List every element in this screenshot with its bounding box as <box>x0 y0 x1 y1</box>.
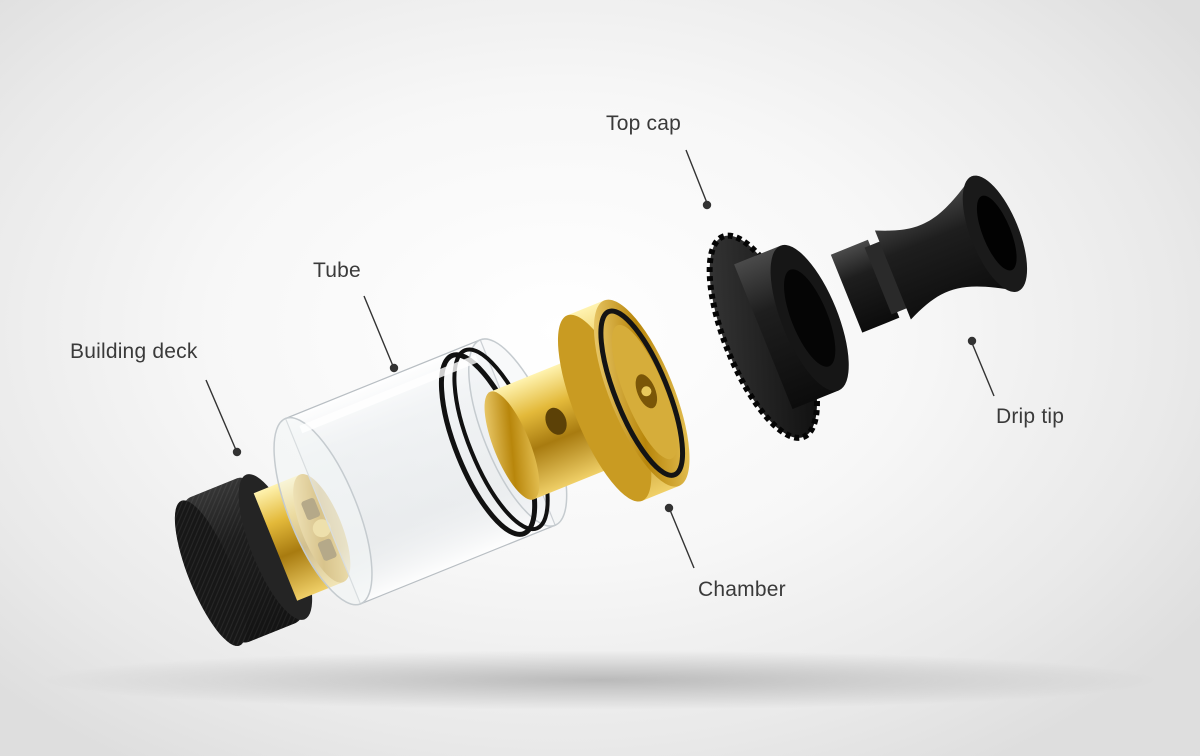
label-chamber: Chamber <box>698 578 786 601</box>
chamber-part <box>484 299 690 502</box>
leader-top-cap <box>685 149 708 204</box>
label-top-cap: Top cap <box>606 112 681 135</box>
label-tube: Tube <box>313 259 361 282</box>
leader-building-deck-dot <box>232 447 242 457</box>
floor-shadow <box>40 650 1160 710</box>
label-building-deck: Building deck <box>70 340 198 363</box>
leader-chamber-dot <box>664 503 674 513</box>
drip-tip-part <box>830 175 1028 333</box>
leader-chamber <box>669 509 695 569</box>
top-cap-part <box>706 232 849 441</box>
leader-tube-dot <box>389 363 399 373</box>
leader-tube <box>363 295 394 367</box>
label-drip-tip: Drip tip <box>996 405 1065 428</box>
leader-drip-tip-dot <box>967 336 977 346</box>
leader-top-cap-dot <box>702 200 712 210</box>
leader-lines <box>205 149 995 569</box>
leader-drip-tip <box>971 342 995 397</box>
leader-building-deck <box>205 379 237 451</box>
